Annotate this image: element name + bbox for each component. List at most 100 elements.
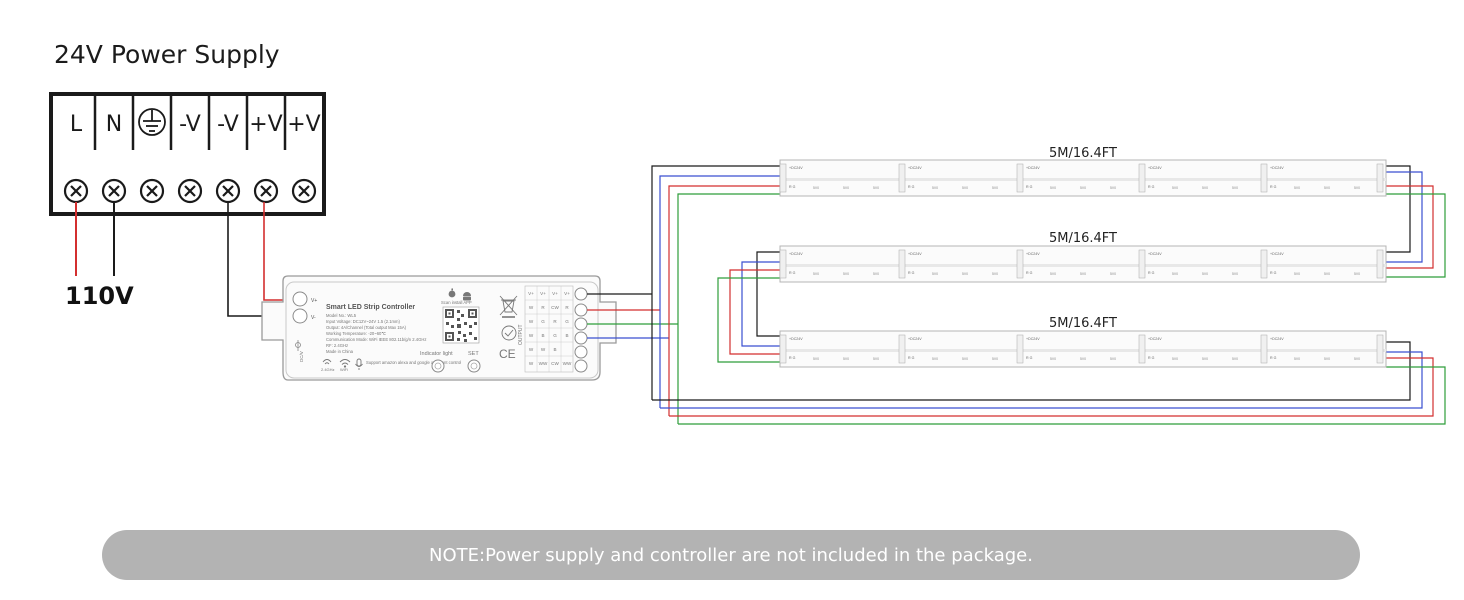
voice-support-text: Support amazon alexa and google assistan… <box>366 360 461 365</box>
strip-segment-label: 5V0 <box>992 357 998 361</box>
controller-model: Model No.: WL5 <box>326 313 357 318</box>
input-port-negative <box>292 308 308 324</box>
output-port <box>574 287 588 301</box>
scan-app-text: Scan install APP <box>441 300 472 305</box>
strip-dc-label: +DC24V <box>1026 166 1040 170</box>
strip-segment-label: 5V0 <box>1080 186 1086 190</box>
strip-segment-label: 5V0 <box>1050 272 1056 276</box>
input-port-positive <box>292 291 308 307</box>
strip-dc-label: +DC24V <box>1148 252 1162 256</box>
power-supply: L N -V -V +V +V <box>49 92 326 216</box>
cut-pad <box>1016 334 1024 364</box>
output-cell: W <box>529 319 534 324</box>
output-cell: R <box>541 305 545 310</box>
power-supply-title: 24V Power Supply <box>54 40 280 69</box>
set-button[interactable] <box>467 359 481 373</box>
strip-segment-label: 5V0 <box>932 357 938 361</box>
output-cell: B <box>565 333 568 338</box>
strip-length-label: 5M/16.4FT <box>1049 231 1117 246</box>
controller-output: Output: 4A/Channel (Total output Max 15A… <box>326 325 407 330</box>
jumper-wires <box>717 165 1446 363</box>
strip-channel-label: R G <box>1026 356 1033 360</box>
strip-segment-label: 5V0 <box>1232 186 1238 190</box>
cut-pad <box>779 163 787 193</box>
output-label: OUTPUT <box>518 324 524 345</box>
note-banner: NOTE:Power supply and controller are not… <box>102 530 1360 580</box>
controller-rf: RF: 2.4GHz <box>326 343 348 348</box>
cut-pad <box>1260 163 1268 193</box>
controller-body <box>261 275 617 381</box>
mains-voltage-label: 110V <box>65 282 134 310</box>
qr-code <box>442 306 480 344</box>
wifi-icon <box>339 359 351 368</box>
strip-segment-label: 5V0 <box>1172 357 1178 361</box>
strip-segment-label: 5V0 <box>1294 186 1300 190</box>
output-cell: R <box>565 305 569 310</box>
controller-communication: Communication Mode: WiFi IEEE 802.11b/g/… <box>326 337 426 342</box>
cut-pad <box>898 249 906 279</box>
led-strip-1: 5M/16.4FT <box>779 146 1387 197</box>
input-label-neg: V- <box>311 315 316 321</box>
strip-dc-label: +DC24V <box>1270 166 1284 170</box>
strip-dc-label: +DC24V <box>1026 337 1040 341</box>
strip-segment-label: 5V0 <box>962 186 968 190</box>
strip-length-label: 5M/16.4FT <box>1049 316 1117 331</box>
strip-segment-label: 5V0 <box>873 357 879 361</box>
strip-segment-label: 5V0 <box>1202 186 1208 190</box>
strip-dc-label: +DC24V <box>789 166 803 170</box>
output-cell: W <box>541 347 546 352</box>
cut-pad <box>1260 249 1268 279</box>
cut-pad <box>1138 249 1146 279</box>
strip-segment-label: 5V0 <box>1354 186 1360 190</box>
rf-icon <box>322 359 332 365</box>
controller-name: Smart LED Strip Controller <box>326 304 415 311</box>
strip-segment-label: 5V0 <box>1324 186 1330 190</box>
output-cell: B <box>541 333 544 338</box>
strip-channel-label: R G <box>1270 185 1277 189</box>
strip-segment-label: 5V0 <box>1050 186 1056 190</box>
strip-segment-label: 5V0 <box>962 357 968 361</box>
strip-channel-label: R G <box>789 185 796 189</box>
strip-dc-label: +DC24V <box>908 337 922 341</box>
screw-terminals <box>63 178 317 204</box>
output-cell: WW <box>539 361 548 366</box>
strip-dc-label: +DC24V <box>789 252 803 256</box>
strip-channel-label: R G <box>1026 185 1033 189</box>
strip-segment-label: 5V0 <box>1232 272 1238 276</box>
output-cell: W <box>529 347 534 352</box>
output-cell: G <box>541 319 545 324</box>
strip-segment-label: 5V0 <box>1294 357 1300 361</box>
output-cell: V+ <box>552 291 558 296</box>
controller-made-in: Made in China <box>326 349 354 354</box>
strip-segment-label: 5V0 <box>1172 186 1178 190</box>
strip-dc-label: +DC24V <box>1270 337 1284 341</box>
strip-channel-label: R G <box>1148 185 1155 189</box>
output-cell: V+ <box>564 291 570 296</box>
cut-pad <box>1260 334 1268 364</box>
terminal-label-neg-1: -V <box>179 112 201 137</box>
strip-segment-label: 5V0 <box>873 186 879 190</box>
terminal-label-n: N <box>106 112 122 137</box>
output-cell: R <box>553 319 557 324</box>
cut-pad <box>779 249 787 279</box>
strip-segment-label: 5V0 <box>1050 357 1056 361</box>
note-text: NOTE:Power supply and controller are not… <box>429 544 1033 566</box>
strip-segment-label: 5V0 <box>1202 357 1208 361</box>
set-label: SET <box>468 351 479 357</box>
output-port <box>574 359 588 373</box>
screw-icon <box>291 178 317 204</box>
strip-dc-label: +DC24V <box>1270 252 1284 256</box>
strip-channel-label: R G <box>908 271 915 275</box>
android-icon <box>463 292 471 301</box>
strip-channel-label: R G <box>1270 356 1277 360</box>
strip-segment-label: 5V0 <box>1172 272 1178 276</box>
strip-segment-label: 5V0 <box>1232 357 1238 361</box>
screw-icon <box>101 178 127 204</box>
strip-segment-label: 5V0 <box>813 357 819 361</box>
strip-segment-label: 5V0 <box>1324 272 1330 276</box>
output-cell: W <box>529 305 534 310</box>
controller-working-temp: Working Temperature: -20~60℃ <box>326 331 386 336</box>
strip-dc-label: +DC24V <box>908 252 922 256</box>
output-port <box>574 317 588 331</box>
strip-channel-label: R G <box>908 185 915 189</box>
